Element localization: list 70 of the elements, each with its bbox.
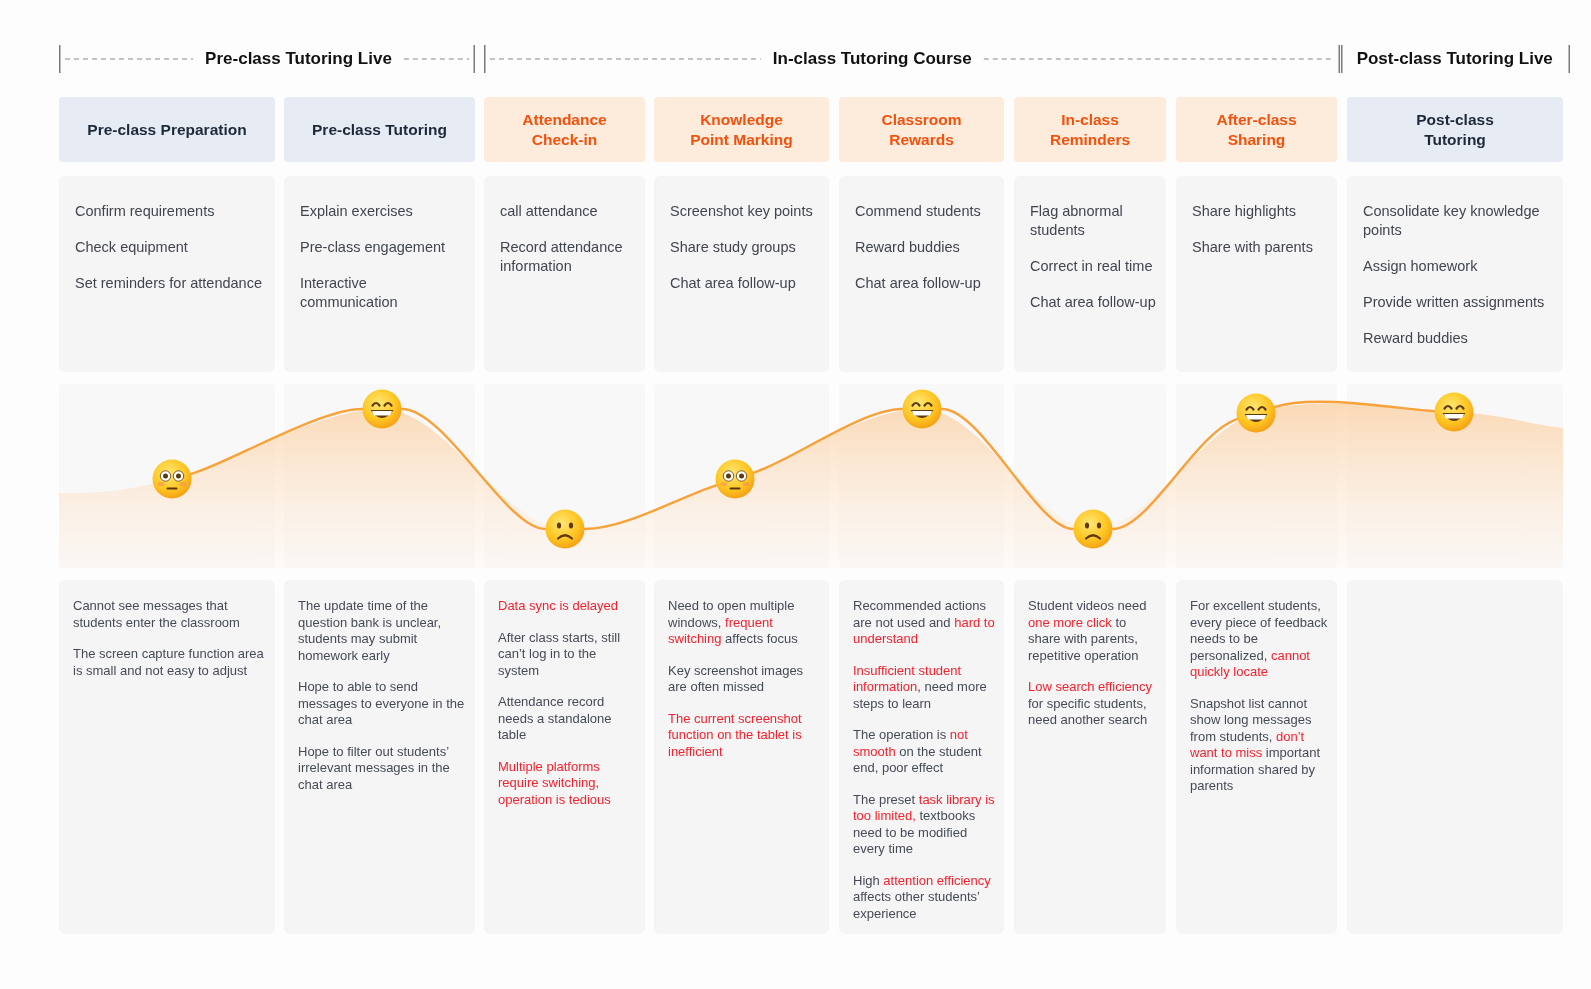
action-item: Chat area follow-up xyxy=(855,274,982,293)
pain-point-text: For excellent students, every piece of feedback needs to be personalized, cannot quickly locate xyxy=(1190,598,1329,681)
pain-point-text: Multiple platforms require switching, operation is tedious xyxy=(498,758,612,808)
phase-title: Post-class Tutoring Live xyxy=(1356,49,1553,69)
action-item: Interactive communication xyxy=(300,274,399,312)
pain-point-text: Data sync is delayed xyxy=(498,598,619,615)
phase-title: Pre-class Tutoring Live xyxy=(205,49,392,69)
action-item: Record attendance information xyxy=(500,238,624,276)
frowning-face-icon xyxy=(1073,509,1113,549)
pain-point-text: Need to open multiple windows, frequent switching affects focus xyxy=(668,598,799,648)
pain-point-text: Cannot see messages that students enter the classroom xyxy=(73,598,241,631)
action-item: Share highlights xyxy=(1192,202,1297,221)
action-item: call attendance xyxy=(500,202,599,221)
frowning-face-icon xyxy=(545,509,585,549)
action-item: Assign homework xyxy=(1363,257,1479,276)
action-item: Pre-class engagement xyxy=(300,238,447,257)
action-item: Consolidate key knowledge points xyxy=(1363,202,1541,240)
pain-point-text: The preset task library is too limited, textbooks need to be modified every time xyxy=(853,791,996,858)
action-item: Confirm requirements xyxy=(75,202,216,221)
action-item: Chat area follow-up xyxy=(670,274,797,293)
emotion-curve xyxy=(400,407,547,531)
pain-point-text: The operation is not smooth on the student end, poor effect xyxy=(853,727,983,777)
stage-header: Attendance Check-in xyxy=(484,97,645,162)
pain-point-text: The current screenshot function on the tablet is inefficient xyxy=(668,710,803,760)
pain-point-text: Attendance record needs a standalone table xyxy=(498,694,613,744)
action-item: Share with parents xyxy=(1192,238,1314,257)
pain-point-text: Low search efficiency for specific students, need another search xyxy=(1028,679,1154,729)
action-item: Commend students xyxy=(855,202,982,221)
pain-point-text: Snapshot list cannot show long messages from students, don’t want to miss important information shared by parents xyxy=(1190,695,1322,795)
stage-header: After-class Sharing xyxy=(1176,97,1337,162)
pain-point-text: Hope to able to send messages to everyone in the chat area xyxy=(298,679,466,729)
pain-point-text: Key screenshot images are often missed xyxy=(668,662,805,696)
pain-point-text: The screen capture function area is small and not easy to adjust xyxy=(73,646,265,679)
stage-header: Pre-class Tutoring xyxy=(284,97,475,162)
action-item: Set reminders for attendance xyxy=(75,274,263,293)
action-item: Share study groups xyxy=(670,238,797,257)
emotion-curve xyxy=(583,484,718,531)
action-item: Provide written assignments xyxy=(1363,293,1546,312)
action-item: Chat area follow-up xyxy=(1030,293,1156,312)
stage-header: Knowledge Point Marking xyxy=(654,97,829,162)
emotion-curve xyxy=(1111,417,1239,531)
pain-point-text: The update time of the question bank is unclear, students may submit homework early xyxy=(298,598,443,664)
stage-header: Classroom Rewards xyxy=(839,97,1004,162)
stage-header: Pre-class Preparation xyxy=(59,97,275,162)
flushed-face-icon xyxy=(152,459,192,499)
emotion-curve xyxy=(752,407,904,474)
action-item: Check equipment xyxy=(75,238,189,257)
action-item: Explain exercises xyxy=(300,202,414,221)
stage-header: Post-class Tutoring xyxy=(1347,97,1563,162)
grinning-face-icon xyxy=(1434,392,1474,432)
action-item: Reward buddies xyxy=(855,238,961,257)
phase-title: In-class Tutoring Course xyxy=(772,49,972,69)
pain-point-text: High attention efficiency affects other students’ experience xyxy=(853,872,992,922)
pain-point-text: Hope to filter out students’ irrelevant messages in the chat area xyxy=(298,743,451,793)
emotion-curve xyxy=(1273,400,1436,413)
grinning-face-icon xyxy=(902,389,942,429)
grinning-face-icon xyxy=(1236,393,1276,433)
action-item: Flag abnormal students xyxy=(1030,202,1124,240)
pain-point-text: After class starts, still can’t log in to the system xyxy=(498,629,622,679)
flushed-face-icon xyxy=(715,459,755,499)
grinning-face-icon xyxy=(362,389,402,429)
emotion-curve xyxy=(940,407,1075,531)
stage-header: In-class Reminders xyxy=(1014,97,1166,162)
pain-point-text: Insufficient student information, need more steps to learn xyxy=(853,662,988,712)
pain-point-text: Recommended actions are not used and hard to understand xyxy=(853,598,996,648)
emotion-curve xyxy=(190,407,364,475)
pain-point-text: Student videos need one more click to share with parents, repetitive operation xyxy=(1028,598,1148,664)
action-item: Correct in real time xyxy=(1030,257,1154,276)
action-item: Screenshot key points xyxy=(670,202,814,221)
action-item: Reward buddies xyxy=(1363,329,1469,348)
